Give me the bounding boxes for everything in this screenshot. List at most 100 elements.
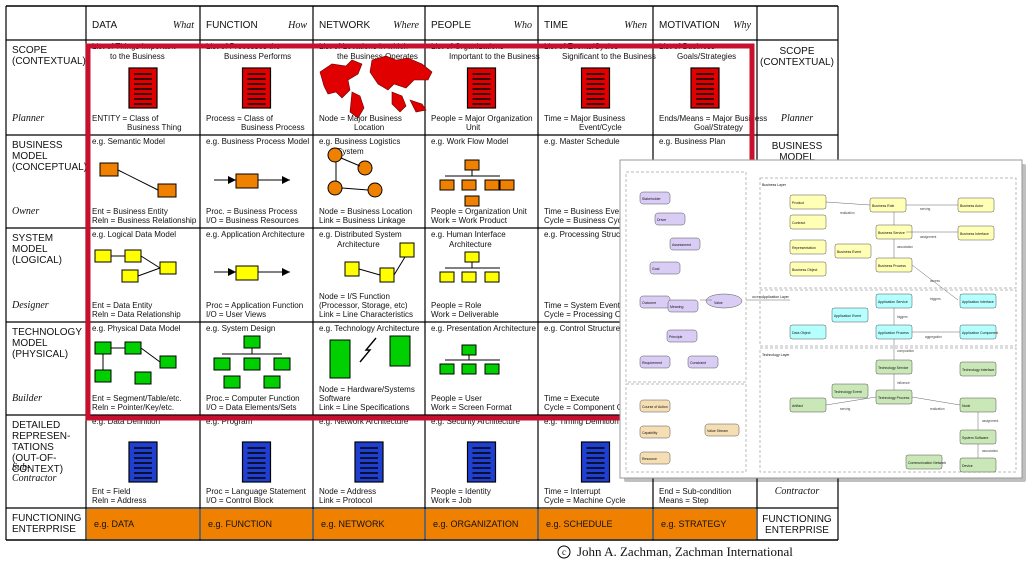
- user-box: [461, 363, 477, 375]
- process-box: [235, 173, 259, 189]
- overlay-element-label: Business Process: [878, 264, 906, 268]
- cell-definition: I/O = Data Elements/Sets: [206, 403, 296, 412]
- cell-definition: Goal/Strategy: [694, 123, 743, 132]
- overlay-element-label: Principle: [669, 335, 682, 339]
- cell-caption: e.g. Business Logistics: [319, 137, 400, 146]
- column-header-people: PEOPLE: [431, 20, 471, 31]
- row-label: MODEL: [12, 151, 48, 162]
- row-label: ENTERPRISE: [12, 524, 76, 535]
- column-header-time: TIME: [544, 20, 568, 31]
- row-label: (CONCEPTUAL): [12, 162, 87, 173]
- cell-definition: Node = I/S Function: [319, 292, 390, 301]
- overlay-element: [687, 355, 719, 369]
- cell-definition: Ends/Means = Major Business: [659, 114, 767, 123]
- row-role: Builder: [12, 393, 42, 404]
- org-unit-box: [439, 179, 455, 191]
- overlay-element-label: Application Process: [878, 331, 909, 335]
- row-label-right: MODEL: [779, 152, 815, 163]
- cell-definition: Unit: [466, 123, 481, 132]
- function-output-arrow-head: [282, 268, 290, 276]
- overlay-element-label: Outcome: [642, 301, 656, 305]
- row-label: (OUT-OF-: [12, 453, 56, 464]
- cell-definition: I/O = Business Resources: [206, 216, 299, 225]
- cell-definition: Time = System Event: [544, 301, 621, 310]
- cell-definition: Ent = Segment/Table/etc.: [92, 394, 182, 403]
- overlay-element-label: Meaning: [670, 305, 683, 309]
- overlay-element-label: Technology Event: [834, 390, 862, 394]
- overlay-element-label: Business Event: [837, 250, 861, 254]
- overlay-element-label: Resource: [642, 457, 657, 461]
- overlay-element-label: Representation: [792, 246, 816, 250]
- cell-definition: Reln = Address: [92, 496, 146, 505]
- overlay-element-label: Communication Network: [908, 461, 946, 465]
- overlay-layer-label: Application Layer: [762, 295, 790, 299]
- overlay-element: [789, 239, 827, 255]
- overlay-relation-label: triggers: [897, 315, 908, 319]
- overlay-element-label: Requirement: [642, 361, 662, 365]
- overlay-layer-label: Technology Layer: [762, 353, 790, 357]
- org-unit-box: [464, 195, 480, 207]
- overlay-element: [789, 324, 827, 340]
- cell-definition: End = Sub-condition: [659, 487, 731, 496]
- red-document-icon: [128, 67, 158, 109]
- row-label-right: SCOPE: [779, 46, 814, 57]
- cell-definition: (Processor, Storage, etc): [319, 301, 408, 310]
- relationship-line: [117, 169, 159, 191]
- overlay-relation-label: association: [982, 449, 998, 453]
- overlay-element: [639, 355, 671, 369]
- overlay-element: [905, 454, 943, 470]
- overlay-relation-label: realization: [930, 407, 945, 411]
- org-unit-box: [461, 179, 477, 191]
- overlay-element-label: Technology Interface: [962, 368, 994, 372]
- overlay-element: [831, 383, 869, 399]
- row-label: SYSTEM: [12, 233, 53, 244]
- copyright-icon: [557, 545, 571, 559]
- cell-definition: Event/Cycle: [579, 123, 622, 132]
- design-box: [243, 335, 261, 349]
- overlay-element-label: Business Object: [792, 268, 817, 272]
- overlay-relation-label: realization: [840, 211, 855, 215]
- cell-definition: Time = Major Business: [544, 114, 625, 123]
- overlay-element: [957, 225, 995, 241]
- overlay-element-label: Assessment: [672, 243, 691, 247]
- overlay-relation-label: triggers: [930, 297, 941, 301]
- column-header-network: NETWORK: [319, 20, 370, 31]
- blue-document-icon: [466, 441, 497, 483]
- column-header-data: DATA: [92, 20, 118, 31]
- column-question: When: [624, 20, 647, 31]
- overlay-element: [789, 214, 827, 230]
- cell-definition: Reln = Pointer/Key/etc.: [92, 403, 174, 412]
- overlay-element: [705, 293, 743, 309]
- network-link: [393, 256, 406, 276]
- org-unit-box: [484, 179, 500, 191]
- cell-definition: Proc = Language Statement: [206, 487, 307, 496]
- overlay-relation: [911, 264, 959, 301]
- world-map-icon: [319, 55, 433, 119]
- cell-caption: Architecture: [449, 240, 492, 249]
- overlay-element: [834, 243, 872, 259]
- hardware-box: [329, 339, 351, 379]
- segment-box: [159, 355, 177, 369]
- row-label-right: FUNCTIONING: [762, 514, 832, 525]
- column-header-function: FUNCTION: [206, 20, 258, 31]
- row-role: Contractor: [12, 473, 57, 484]
- cell-caption: e.g. Network Architecture: [319, 417, 409, 426]
- row-label: (PHYSICAL): [12, 349, 68, 360]
- design-box: [223, 375, 241, 389]
- strategy-area: [625, 383, 747, 473]
- entity-box: [124, 249, 142, 263]
- overlay-element: [649, 261, 681, 275]
- overlay-element-label: System Software: [962, 436, 989, 440]
- cell-caption: e.g. Technology Architecture: [319, 324, 420, 333]
- overlay-element-label: Product: [792, 201, 804, 205]
- link: [340, 157, 361, 167]
- cell-caption: e.g. Presentation Architecture: [431, 324, 537, 333]
- overlay-element: [667, 299, 699, 313]
- cell-definition: Link = Business Linkage: [319, 216, 406, 225]
- enterprise-cell-text: e.g. SCHEDULE: [546, 519, 613, 529]
- row-role: Owner: [12, 206, 39, 217]
- design-box: [243, 357, 261, 371]
- function-input-arrow-head: [228, 268, 236, 276]
- cell-definition: Ent = Field: [92, 487, 130, 496]
